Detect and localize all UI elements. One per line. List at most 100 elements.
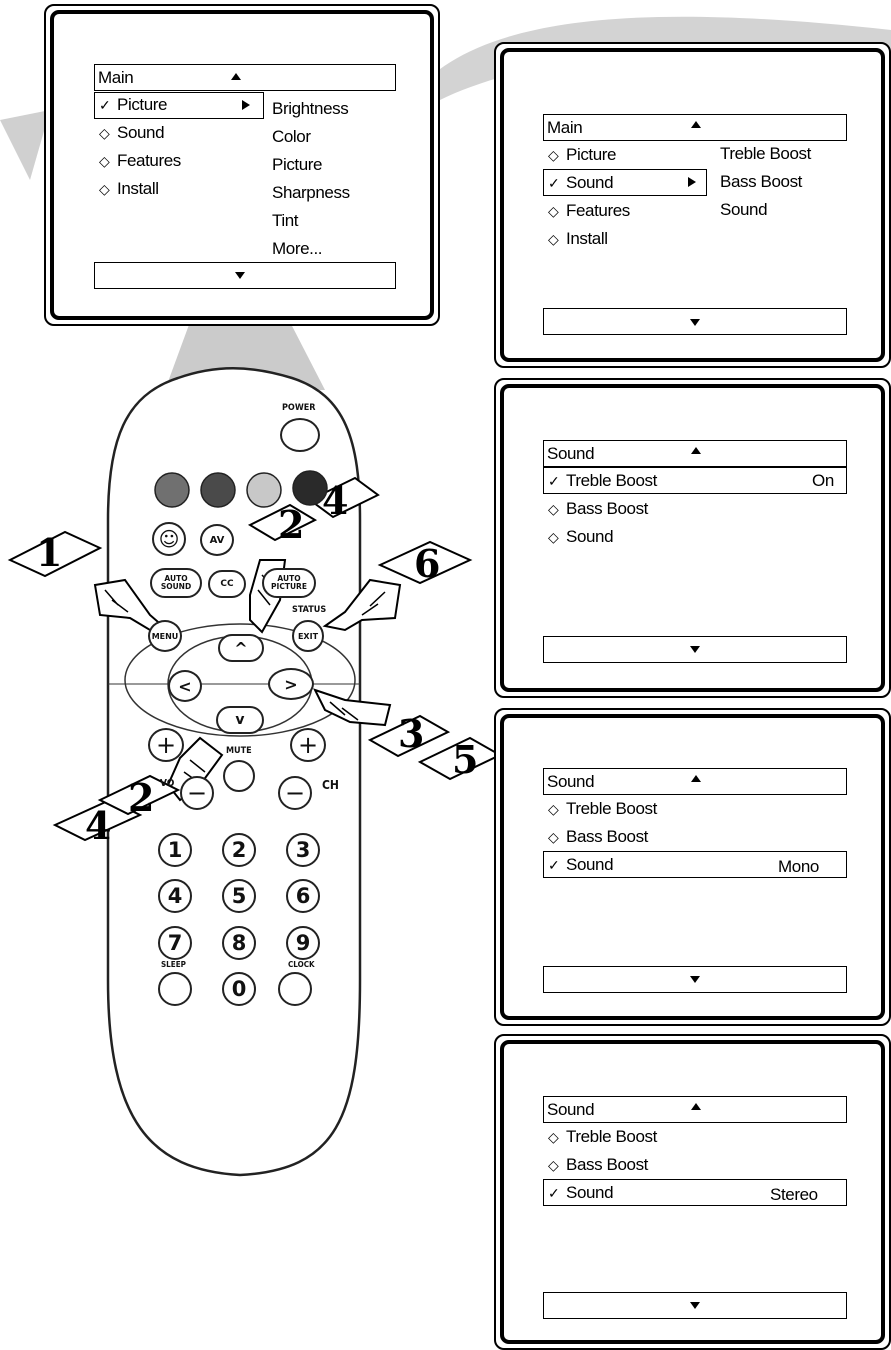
arrow-up-icon: [231, 73, 241, 80]
diamond-icon: ◇: [548, 499, 559, 519]
plus-icon: +: [298, 731, 318, 759]
digit-5-button[interactable]: 5: [222, 879, 256, 913]
digit-1-button[interactable]: 1: [158, 833, 192, 867]
menu-item-value: Stereo: [770, 1185, 818, 1205]
diamond-icon: ◇: [548, 1127, 559, 1147]
menu-header: Sound: [547, 444, 594, 464]
digit-2-button[interactable]: 2: [222, 833, 256, 867]
channel-up-button[interactable]: +: [290, 728, 326, 762]
channel-down-button[interactable]: −: [278, 776, 312, 810]
volume-up-button[interactable]: +: [148, 728, 184, 762]
arrow-up-icon: [691, 447, 701, 454]
menu-item-install: Install: [117, 179, 159, 199]
auto-sound-button[interactable]: AUTO SOUND: [150, 568, 202, 598]
power-button[interactable]: [280, 418, 320, 452]
menu-item-install: Install: [566, 229, 608, 249]
submenu-item: Color: [272, 127, 311, 147]
digit-label: 4: [168, 884, 183, 908]
digit-0-button[interactable]: 0: [222, 972, 256, 1006]
menu-item-sound: Sound: [566, 527, 613, 547]
arrow-down-icon: [690, 319, 700, 326]
minus-icon: −: [187, 779, 207, 807]
digit-label: 6: [296, 884, 311, 908]
av-button[interactable]: AV: [200, 524, 234, 556]
submenu-item: Bass Boost: [720, 172, 802, 192]
clock-label: CLOCK: [288, 960, 315, 969]
chevron-up-icon: ^: [234, 639, 247, 658]
step-number-6: 6: [414, 544, 440, 584]
tv-screen-main-picture: Main ✓ Picture ◇ Sound ◇ Features ◇ Inst…: [44, 4, 440, 326]
menu-item-sound: Sound: [117, 123, 164, 143]
menu-button[interactable]: MENU: [148, 620, 182, 652]
arrow-down-icon: [690, 646, 700, 653]
arrow-right-icon: [242, 100, 250, 110]
menu-footer-box: [94, 262, 396, 289]
menu-item-picture: Picture: [566, 145, 616, 165]
submenu-item: Sound: [720, 200, 767, 220]
digit-8-button[interactable]: 8: [222, 926, 256, 960]
left-button[interactable]: <: [168, 670, 202, 702]
menu-label: MENU: [152, 632, 179, 641]
digit-6-button[interactable]: 6: [286, 879, 320, 913]
cc-label: CC: [220, 579, 233, 589]
menu-item-features: Features: [117, 151, 181, 171]
step-number-4: 4: [85, 806, 111, 846]
digit-9-button[interactable]: 9: [286, 926, 320, 960]
check-icon: ✓: [548, 1183, 560, 1203]
menu-item-bass-boost: Bass Boost: [566, 499, 648, 519]
arrow-right-icon: [688, 177, 696, 187]
step-number-2: 2: [278, 505, 304, 545]
up-button[interactable]: ^: [218, 634, 264, 662]
menu-item-features: Features: [566, 201, 630, 221]
tv-screen-main-sound: Main ◇ Picture ✓ Sound ◇ Features ◇ Inst…: [494, 42, 891, 368]
arrow-down-icon: [235, 272, 245, 279]
digit-7-button[interactable]: 7: [158, 926, 192, 960]
menu-header: Main: [547, 118, 582, 138]
tv-screen-sound-mono: Sound ◇ Treble Boost ◇ Bass Boost ✓ Soun…: [494, 708, 891, 1026]
arrow-down-icon: [690, 976, 700, 983]
menu-item-bass-boost: Bass Boost: [566, 827, 648, 847]
exit-label: EXIT: [298, 632, 318, 641]
smiley-button[interactable]: ☺: [152, 522, 186, 556]
mute-button[interactable]: [223, 760, 255, 792]
digit-3-button[interactable]: 3: [286, 833, 320, 867]
arrow-up-icon: [691, 775, 701, 782]
digit-4-button[interactable]: 4: [158, 879, 192, 913]
exit-button[interactable]: EXIT: [292, 620, 324, 652]
auto-sound-label: AUTO SOUND: [161, 575, 191, 591]
diamond-icon: ◇: [548, 229, 559, 249]
menu-item-sound: Sound: [566, 1183, 613, 1203]
menu-item-treble-boost: Treble Boost: [566, 1127, 657, 1147]
menu-header-box: [94, 64, 396, 91]
diamond-icon: ◇: [548, 201, 559, 221]
auto-picture-button[interactable]: AUTO PICTURE: [262, 568, 316, 598]
menu-header: Sound: [547, 772, 594, 792]
diamond-icon: ◇: [99, 123, 110, 143]
volume-down-button[interactable]: −: [180, 776, 214, 810]
digit-label: 1: [168, 838, 183, 862]
sleep-button[interactable]: [158, 972, 192, 1006]
tv-screen-sound-stereo: Sound ◇ Treble Boost ◇ Bass Boost ✓ Soun…: [494, 1034, 891, 1350]
menu-item-picture: Picture: [117, 95, 167, 115]
menu-header: Main: [98, 68, 133, 88]
down-button[interactable]: v: [216, 706, 264, 734]
menu-item-treble-boost: Treble Boost: [566, 799, 657, 819]
menu-item-sound: Sound: [566, 173, 613, 193]
step-number-1: 1: [36, 533, 62, 573]
menu-item-treble-boost: Treble Boost: [566, 471, 657, 491]
diamond-icon: ◇: [548, 827, 559, 847]
right-button[interactable]: >: [268, 668, 314, 700]
digit-label: 0: [232, 977, 247, 1001]
diamond-icon: ◇: [548, 799, 559, 819]
clock-button[interactable]: [278, 972, 312, 1006]
color-button-3: [247, 473, 281, 507]
chevron-right-icon: >: [284, 675, 297, 694]
menu-item-sound: Sound: [566, 855, 613, 875]
chevron-down-icon: v: [235, 712, 244, 728]
cc-button[interactable]: CC: [208, 570, 246, 598]
check-icon: ✓: [548, 173, 560, 193]
submenu-item: Picture: [272, 155, 322, 175]
step-number-4: 4: [322, 481, 348, 521]
mute-label: MUTE: [226, 746, 252, 756]
diamond-icon: ◇: [99, 179, 110, 199]
